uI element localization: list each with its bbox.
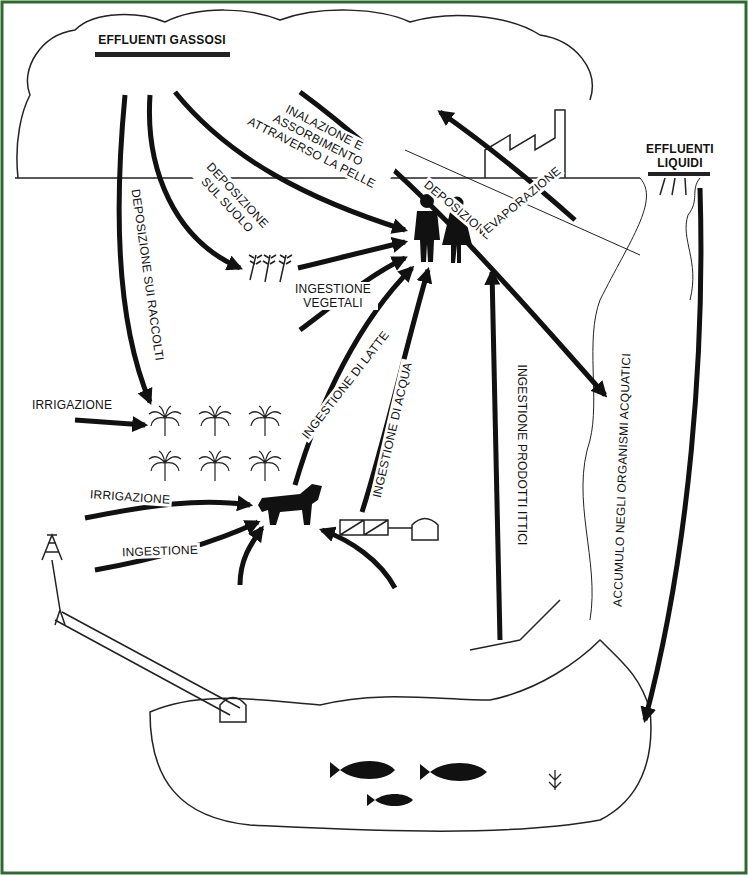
pathway-label: INGESTIONE: [120, 543, 200, 560]
plant: [249, 451, 281, 481]
pathway-label: DEPOSIZIONE SUI RACCOLTI: [129, 186, 168, 364]
pathway-arrows: [75, 92, 701, 720]
plant: [249, 406, 281, 436]
effluent-label: EFFLUENTI LIQUIDI: [643, 142, 717, 170]
boundary-line: [405, 150, 640, 255]
cow: [258, 484, 322, 525]
well-and-pipe: [42, 519, 560, 723]
pathway-label: ACCUMULO NEGLI ORGANISMI ACQUATICI: [610, 351, 633, 609]
plants: [149, 406, 281, 481]
crops: [249, 255, 292, 282]
sea-outline: [150, 640, 651, 831]
pathway-label: INGESTIONE DI LATTE: [297, 327, 392, 444]
label-bar: [95, 52, 230, 57]
pathway-label: INGESTIONE PRODOTTI ITTICI: [515, 362, 529, 547]
pathway-label: INGESTIONE DI ACQUA: [369, 359, 415, 501]
plant: [199, 406, 231, 436]
water-plant: [549, 770, 561, 790]
pathway-label: INALAZIONE E ASSORBIMENTO ATTRAVERSO LA …: [235, 84, 400, 196]
pathway-label: IRRIGAZIONE: [88, 487, 173, 507]
fish: [330, 761, 487, 806]
effluent-label: EFFLUENTI GASSOSI: [96, 33, 227, 47]
pathway-label: INGESTIONE VEGETALI: [289, 282, 378, 310]
plant: [199, 451, 231, 481]
outfall-pipe: [660, 178, 686, 195]
pathway-label: IRRIGAZIONE: [30, 398, 114, 412]
shore-line: [583, 178, 647, 620]
plant: [149, 451, 181, 481]
label-bar: [648, 172, 710, 176]
plant: [149, 406, 181, 436]
